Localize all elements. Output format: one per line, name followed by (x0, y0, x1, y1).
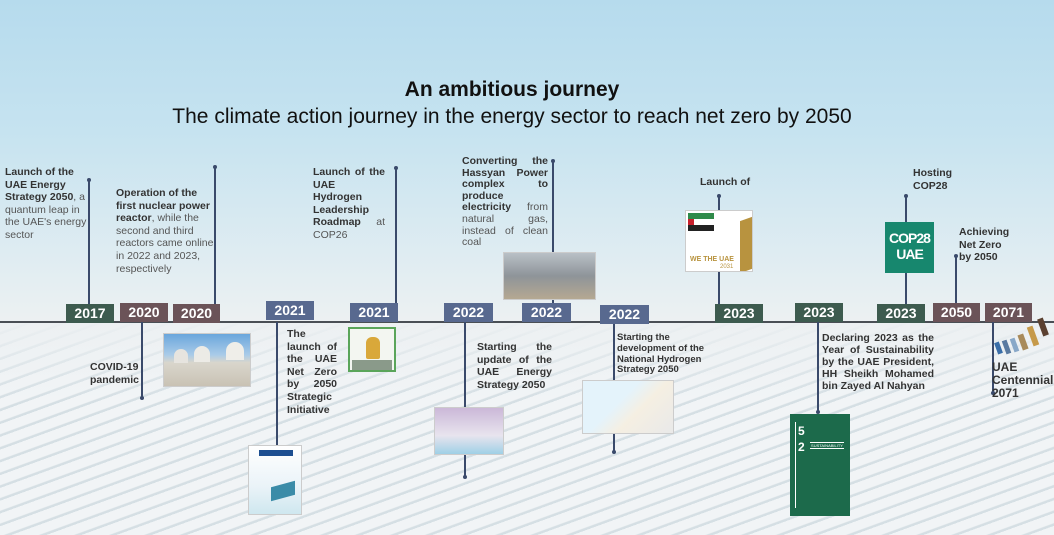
timeline-stem (551, 159, 555, 322)
year-badge: 2071 (985, 303, 1032, 322)
we-the-uae-logo: WE THE UAE 2031 (685, 210, 753, 272)
logo-year: 2031 (720, 264, 734, 270)
centennial-collage (994, 317, 1052, 360)
cop28-text: COP28 (889, 230, 931, 246)
hydrogen-map-image (582, 380, 674, 434)
event-text-2023-launch: Launch of (700, 176, 751, 188)
event-text-2021-hydrogen: Launch of the UAE Hydrogen Leadership Ro… (313, 166, 385, 241)
event-text-2021-netzero: The launch of the UAE Net Zero by 2050 S… (287, 328, 337, 416)
timeline-stem (213, 165, 217, 322)
year-badge: 2050 (933, 303, 980, 322)
timeline-stem (275, 322, 279, 449)
cop28-uae-text: UAE (896, 246, 924, 262)
timeline-stem (954, 254, 958, 322)
event-text-2022-hassyan: Converting the Hassyan Power complex to … (462, 155, 548, 249)
event-text-2023-sustainability: Declaring 2023 as the Year of Sustainabi… (822, 332, 934, 392)
logo-number: 2 (798, 440, 805, 454)
hydrogen-roadmap-photo (348, 327, 396, 372)
timeline-stem (140, 322, 144, 400)
event-text-2022-strategy-update: Starting the update of the UAE Energy St… (477, 341, 552, 391)
page-subtitle: The climate action journey in the energy… (172, 105, 852, 128)
year-badge: 2020 (120, 303, 168, 322)
year-badge: 2022 (444, 303, 493, 322)
timeline-stem (991, 322, 995, 395)
event-text-2020-covid: COVID-19 pandemic (90, 361, 140, 386)
year-badge: 2023 (795, 303, 843, 322)
event-text-2022-hydrogen-strategy: Starting the development of the National… (617, 332, 705, 376)
event-text-2020-nuclear: Operation of the first nuclear power rea… (116, 187, 214, 275)
nuclear-plant-photo (163, 333, 251, 387)
event-text-2071: UAE Centennial 2071 (992, 360, 1054, 400)
year-badge: 2022 (600, 305, 649, 324)
hassyan-plant-photo (503, 252, 596, 300)
year-badge: 2020 (173, 304, 220, 323)
logo-text: SUSTAINABILITY (810, 442, 844, 449)
event-text-2050: Achieving Net Zero by 2050 (959, 226, 1010, 264)
logo-number: 5 (798, 424, 805, 438)
year-badge: 2021 (266, 301, 314, 320)
timeline-stem (463, 322, 467, 479)
net-zero-infographic (248, 445, 302, 515)
page-title: An ambitious journey (404, 78, 620, 101)
event-text-2023-cop28: Hosting COP28 (913, 167, 953, 192)
year-of-sustainability-logo: 5 2 SUSTAINABILITY (790, 414, 850, 516)
timeline-stem (87, 178, 91, 322)
logo-text: WE THE UAE (690, 256, 734, 263)
timeline-stem (394, 166, 398, 322)
timeline-stem (816, 322, 820, 414)
meeting-photo (434, 407, 504, 455)
year-badge: 2017 (66, 304, 114, 323)
year-badge: 2022 (522, 303, 571, 322)
year-badge: 2023 (877, 304, 925, 323)
year-badge: 2023 (715, 304, 763, 323)
event-text-2017: Launch of the UAE Energy Strategy 2050, … (5, 166, 87, 241)
timeline-axis (0, 321, 1054, 323)
cop28-logo: COP28 UAE (885, 222, 934, 273)
year-badge: 2021 (350, 303, 398, 322)
